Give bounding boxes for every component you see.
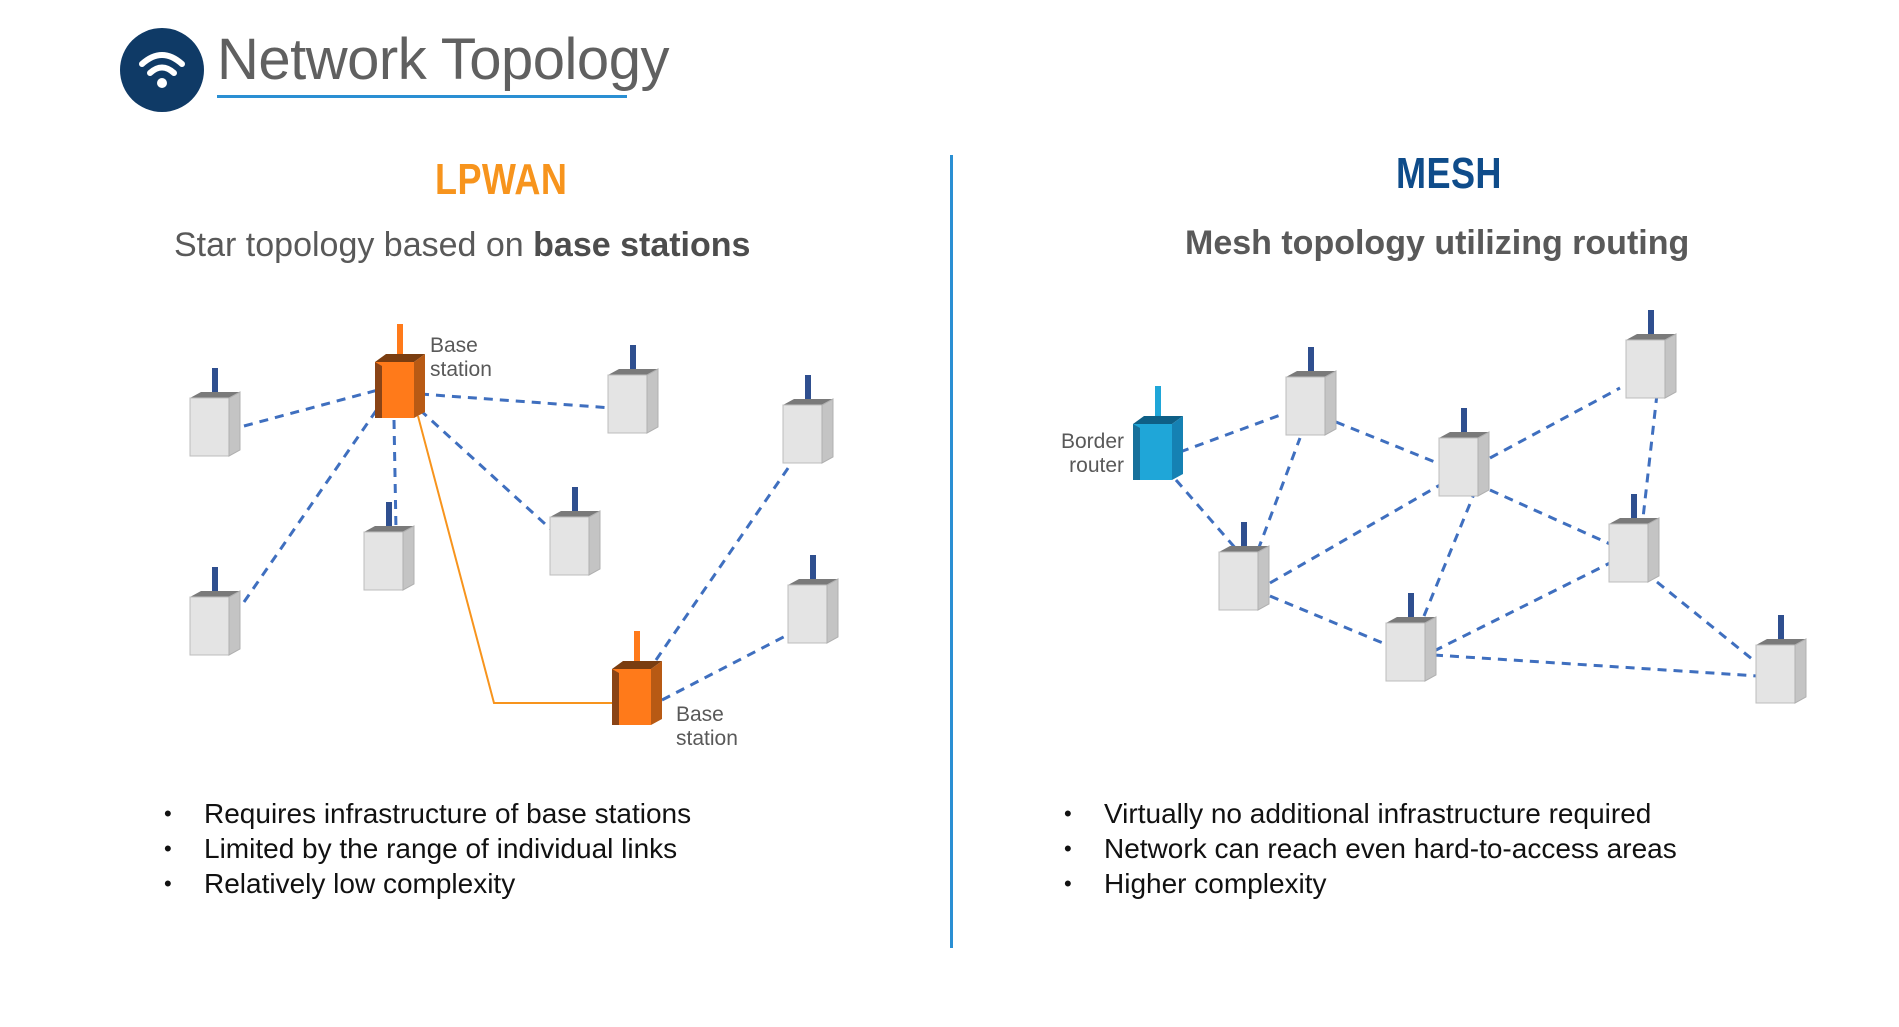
lpwan-end-node	[189, 367, 241, 457]
base-station-label: station	[676, 727, 738, 750]
mesh-node	[1608, 493, 1660, 583]
mesh-node	[1285, 346, 1337, 436]
lpwan-end-node	[549, 486, 601, 576]
page-title: Network Topology	[217, 27, 669, 92]
base-station-label: Base	[430, 334, 478, 357]
list-item: Virtually no additional infrastructure r…	[1064, 796, 1677, 831]
mesh-node	[1625, 309, 1677, 399]
backhaul-link	[417, 415, 618, 704]
list-item: Requires infrastructure of base stations	[164, 796, 691, 831]
mesh-links	[1174, 386, 1759, 678]
wifi-icon	[139, 52, 185, 88]
mesh-node	[1218, 521, 1270, 611]
lpwan-bullet-list: Requires infrastructure of base stations…	[164, 796, 691, 901]
base-station-icon	[612, 631, 662, 725]
mesh-node	[1438, 407, 1490, 497]
list-item: Higher complexity	[1064, 866, 1677, 901]
lpwan-subtitle: Star topology based on base stations	[174, 226, 750, 265]
lpwan-subtitle-prefix: Star topology based on	[174, 226, 534, 264]
lpwan-links	[242, 388, 798, 702]
lpwan-end-node	[787, 554, 839, 644]
border-router-label: Border	[1061, 430, 1124, 453]
mesh-node	[1755, 614, 1807, 704]
base-station-icon	[375, 324, 425, 418]
base-station-label: Base	[676, 703, 724, 726]
logo-badge	[120, 28, 204, 112]
mesh-node	[1385, 592, 1437, 682]
border-router-label: router	[1069, 454, 1124, 477]
base-station-label: station	[430, 358, 492, 381]
list-item: Network can reach even hard-to-access ar…	[1064, 831, 1677, 866]
lpwan-end-node	[363, 501, 415, 591]
border-router-icon	[1133, 386, 1183, 480]
section-divider	[950, 155, 953, 948]
lpwan-end-node	[189, 566, 241, 656]
lpwan-end-node	[607, 344, 659, 434]
list-item: Limited by the range of individual links	[164, 831, 691, 866]
mesh-subtitle: Mesh topology utilizing routing	[1185, 224, 1690, 262]
mesh-heading: MESH	[1396, 149, 1502, 198]
lpwan-heading: LPWAN	[435, 155, 568, 204]
lpwan-subtitle-bold: base stations	[533, 226, 751, 264]
title-underline	[217, 95, 627, 98]
list-item: Relatively low complexity	[164, 866, 691, 901]
lpwan-end-node	[782, 374, 834, 464]
mesh-bullet-list: Virtually no additional infrastructure r…	[1064, 796, 1677, 901]
